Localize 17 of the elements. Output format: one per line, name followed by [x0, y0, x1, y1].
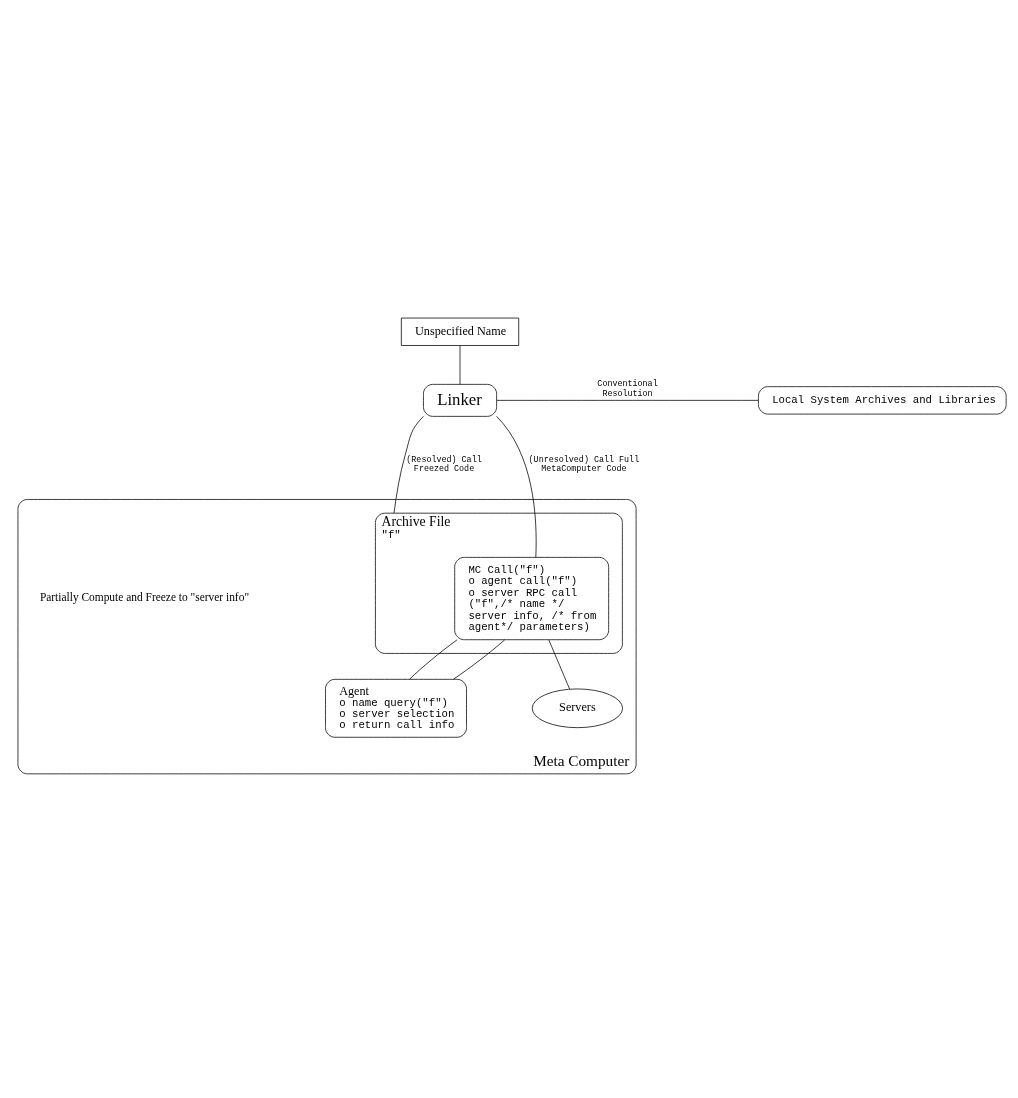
node-box: Linker — [423, 384, 497, 417]
connector — [409, 639, 458, 680]
edge-label: (Resolved) Call Freezed Code — [406, 454, 482, 475]
node-box: Unspecified Name — [400, 317, 520, 346]
edge-label: (Unresolved) Call Full MetaComputer Code — [528, 454, 640, 475]
connector — [393, 416, 424, 514]
connector — [496, 416, 537, 558]
connector — [453, 639, 506, 680]
node-box: MC Call("f") o agent call("f") o server RPC call ("f",/* name */ server info, /* from agent*/ parameters) — [454, 557, 610, 641]
connector — [459, 345, 461, 385]
node-box: Local System Archives and Libraries — [758, 386, 1007, 415]
node-box: Agent o name query("f") o server selection o return call info — [325, 678, 467, 738]
connector — [548, 639, 570, 690]
node-ellipse: Servers — [531, 688, 623, 729]
connector — [496, 400, 759, 401]
label: Partially Compute and Freeze to "server info" — [39, 591, 250, 604]
edge-label: Conventional Resolution — [597, 379, 658, 399]
